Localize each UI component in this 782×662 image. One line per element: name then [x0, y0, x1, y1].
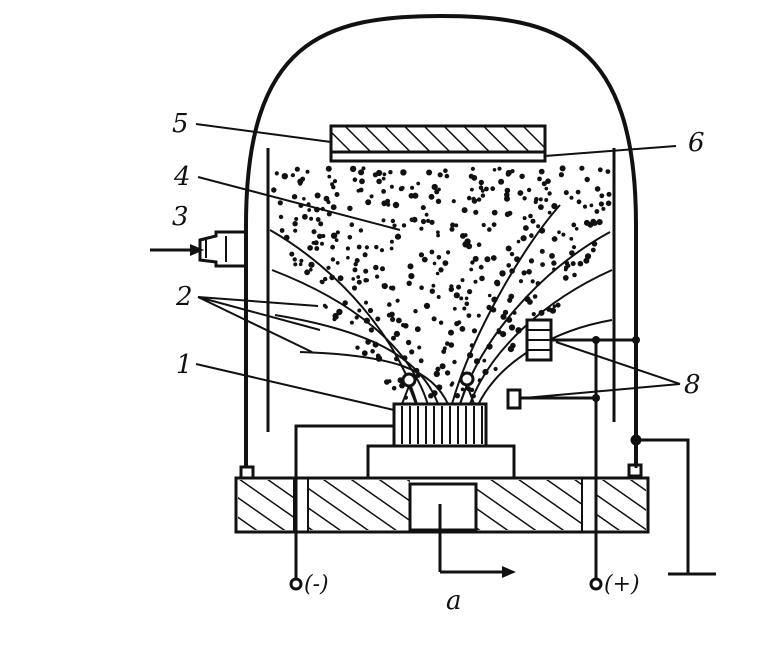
- substrate: [329, 150, 547, 163]
- pump-outlet: [438, 504, 516, 578]
- cathode-lead: [289, 424, 394, 591]
- base-plate: [234, 476, 650, 534]
- leader-lines: [195, 123, 681, 411]
- terminal-negative: (-): [304, 572, 329, 597]
- label-5: 5: [172, 109, 189, 139]
- ground-lead: [630, 434, 716, 576]
- label-1: 1: [176, 350, 193, 380]
- label-4: 4: [174, 162, 191, 192]
- gas-inlet: [150, 230, 248, 268]
- label-6: 6: [688, 128, 705, 158]
- filament-right: [459, 371, 475, 387]
- vapor-particles: [271, 165, 612, 400]
- label-a: a: [446, 586, 462, 616]
- filament-left: [401, 372, 417, 388]
- bell-jar: [244, 13, 638, 472]
- substrate-holder: [329, 124, 547, 154]
- probe-electrodes: [506, 318, 640, 591]
- label-8: 8: [684, 370, 701, 400]
- label-3: 3: [172, 202, 189, 232]
- target: [392, 402, 488, 448]
- label-2: 2: [176, 282, 193, 312]
- gasket-left: [239, 465, 255, 480]
- pedestal: [366, 444, 516, 480]
- terminal-positive: (+): [604, 572, 640, 597]
